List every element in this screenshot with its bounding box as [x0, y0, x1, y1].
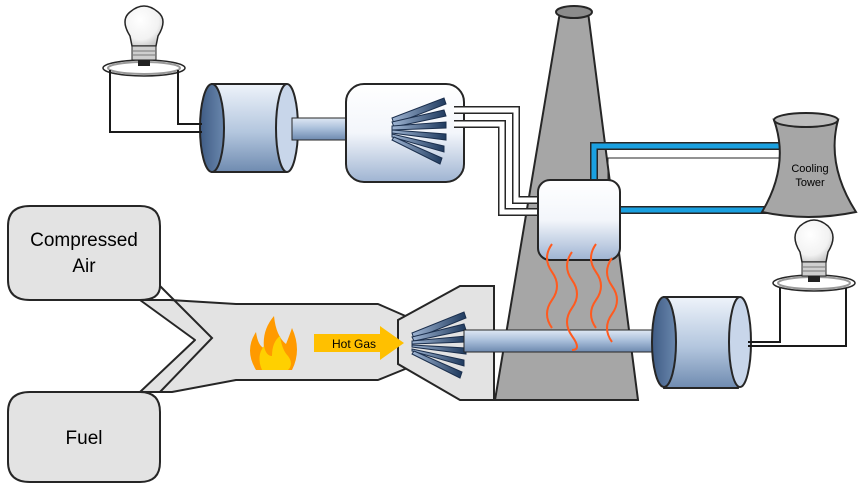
fuel-inlet-box: [7, 391, 161, 483]
gas-turbine-blades: [411, 311, 467, 379]
combustion-duct: [139, 285, 495, 401]
steam-pipe: [454, 106, 540, 216]
light-bulb-icon: [102, 5, 186, 77]
coolant-pipe-lower: [612, 206, 780, 214]
hot-gas-arrow: Hot Gas: [314, 326, 404, 360]
cooling-tower-label-line2: Tower: [795, 177, 825, 189]
top-wires: [109, 70, 202, 133]
gas-generator: [651, 296, 752, 389]
fuel-label: Fuel: [66, 428, 103, 449]
steam-turbine-blades: [391, 97, 447, 165]
flame-icon: [250, 316, 297, 370]
compressed-air-label: Compressed: [30, 230, 138, 251]
compressed-air-inlet-box: [7, 205, 161, 301]
light-bulb-icon: [772, 219, 856, 292]
steam-generator: [199, 83, 299, 173]
hot-gas-label: Hot Gas: [332, 337, 376, 351]
compressed-air-label-line2: Air: [72, 256, 96, 277]
heat-recovery-steam-generator: [537, 179, 621, 261]
cooling-tower-label: Cooling: [791, 163, 828, 175]
steam-turbine: [345, 83, 465, 183]
bottom-wires: [748, 288, 847, 347]
heat-wave-icon: [546, 243, 618, 351]
cooling-tower: Cooling Tower: [760, 112, 858, 218]
gas-turbine-shaft: [463, 329, 661, 353]
